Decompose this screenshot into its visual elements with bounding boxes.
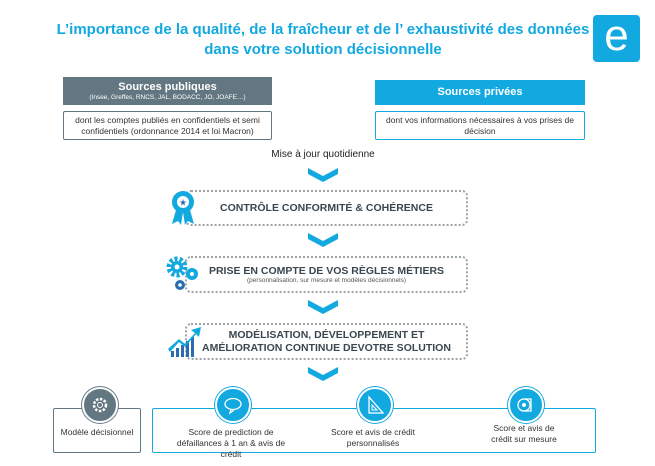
step-regles-sub: (personnalisation, sur mesure et modèles… [247,277,406,284]
set-square-icon [357,387,393,423]
step-regles-label: PRISE EN COMPTE DE VOS RÈGLES MÉTIERS [208,265,445,277]
growth-chart-icon [168,327,201,357]
step-modelisation-label-2: AMÉLIORATION CONTINUE DEVOTRE SOLUTION [202,342,451,354]
award-ribbon-icon: ★ [172,191,194,225]
title-line-1: L’importance de la qualité, de la fraîch… [56,21,590,38]
svg-text:★: ★ [179,198,187,208]
title-line-2: dans votre solution décisionnelle [204,41,442,58]
step-modelisation: MODÉLISATION, DÉVELOPPEMENT ET AMÉLIORAT… [185,323,468,360]
chevron-down-icon [308,233,338,247]
chevron-down-icon [308,300,338,314]
brain-icon [215,387,251,423]
sources-publiques-note: dont les comptes publiés en confidentiel… [63,111,272,140]
sources-publiques-detail: (Insee, Greffes, RNCS, JAL, BODACC, JO, … [89,94,246,101]
step-modelisation-label-1: MODÉLISATION, DÉVELOPPEMENT ET [228,329,425,341]
measuring-tape-icon [508,387,544,423]
gear-icon [82,387,118,423]
update-label: Mise à jour quotidienne [271,149,375,160]
sources-privees-note: dont vos informations nécessaires à vos … [375,111,585,140]
model-label: Modèle décisionnel [60,427,134,437]
step-regles: PRISE EN COMPTE DE VOS RÈGLES MÉTIERS (p… [185,256,468,293]
sources-privees-header: Sources privées [375,80,585,105]
step-controle: CONTRÔLE CONFORMITÉ & COHÉRENCE [185,190,468,226]
brand-logo: e [593,14,640,62]
chevron-down-icon [308,168,338,182]
step-controle-label: CONTRÔLE CONFORMITÉ & COHÉRENCE [220,202,433,214]
sources-publiques-label: Sources publiques [118,81,217,93]
gears-icon [166,256,198,290]
sources-publiques-header: Sources publiques (Insee, Greffes, RNCS,… [63,77,272,105]
chevron-down-icon [308,367,338,381]
